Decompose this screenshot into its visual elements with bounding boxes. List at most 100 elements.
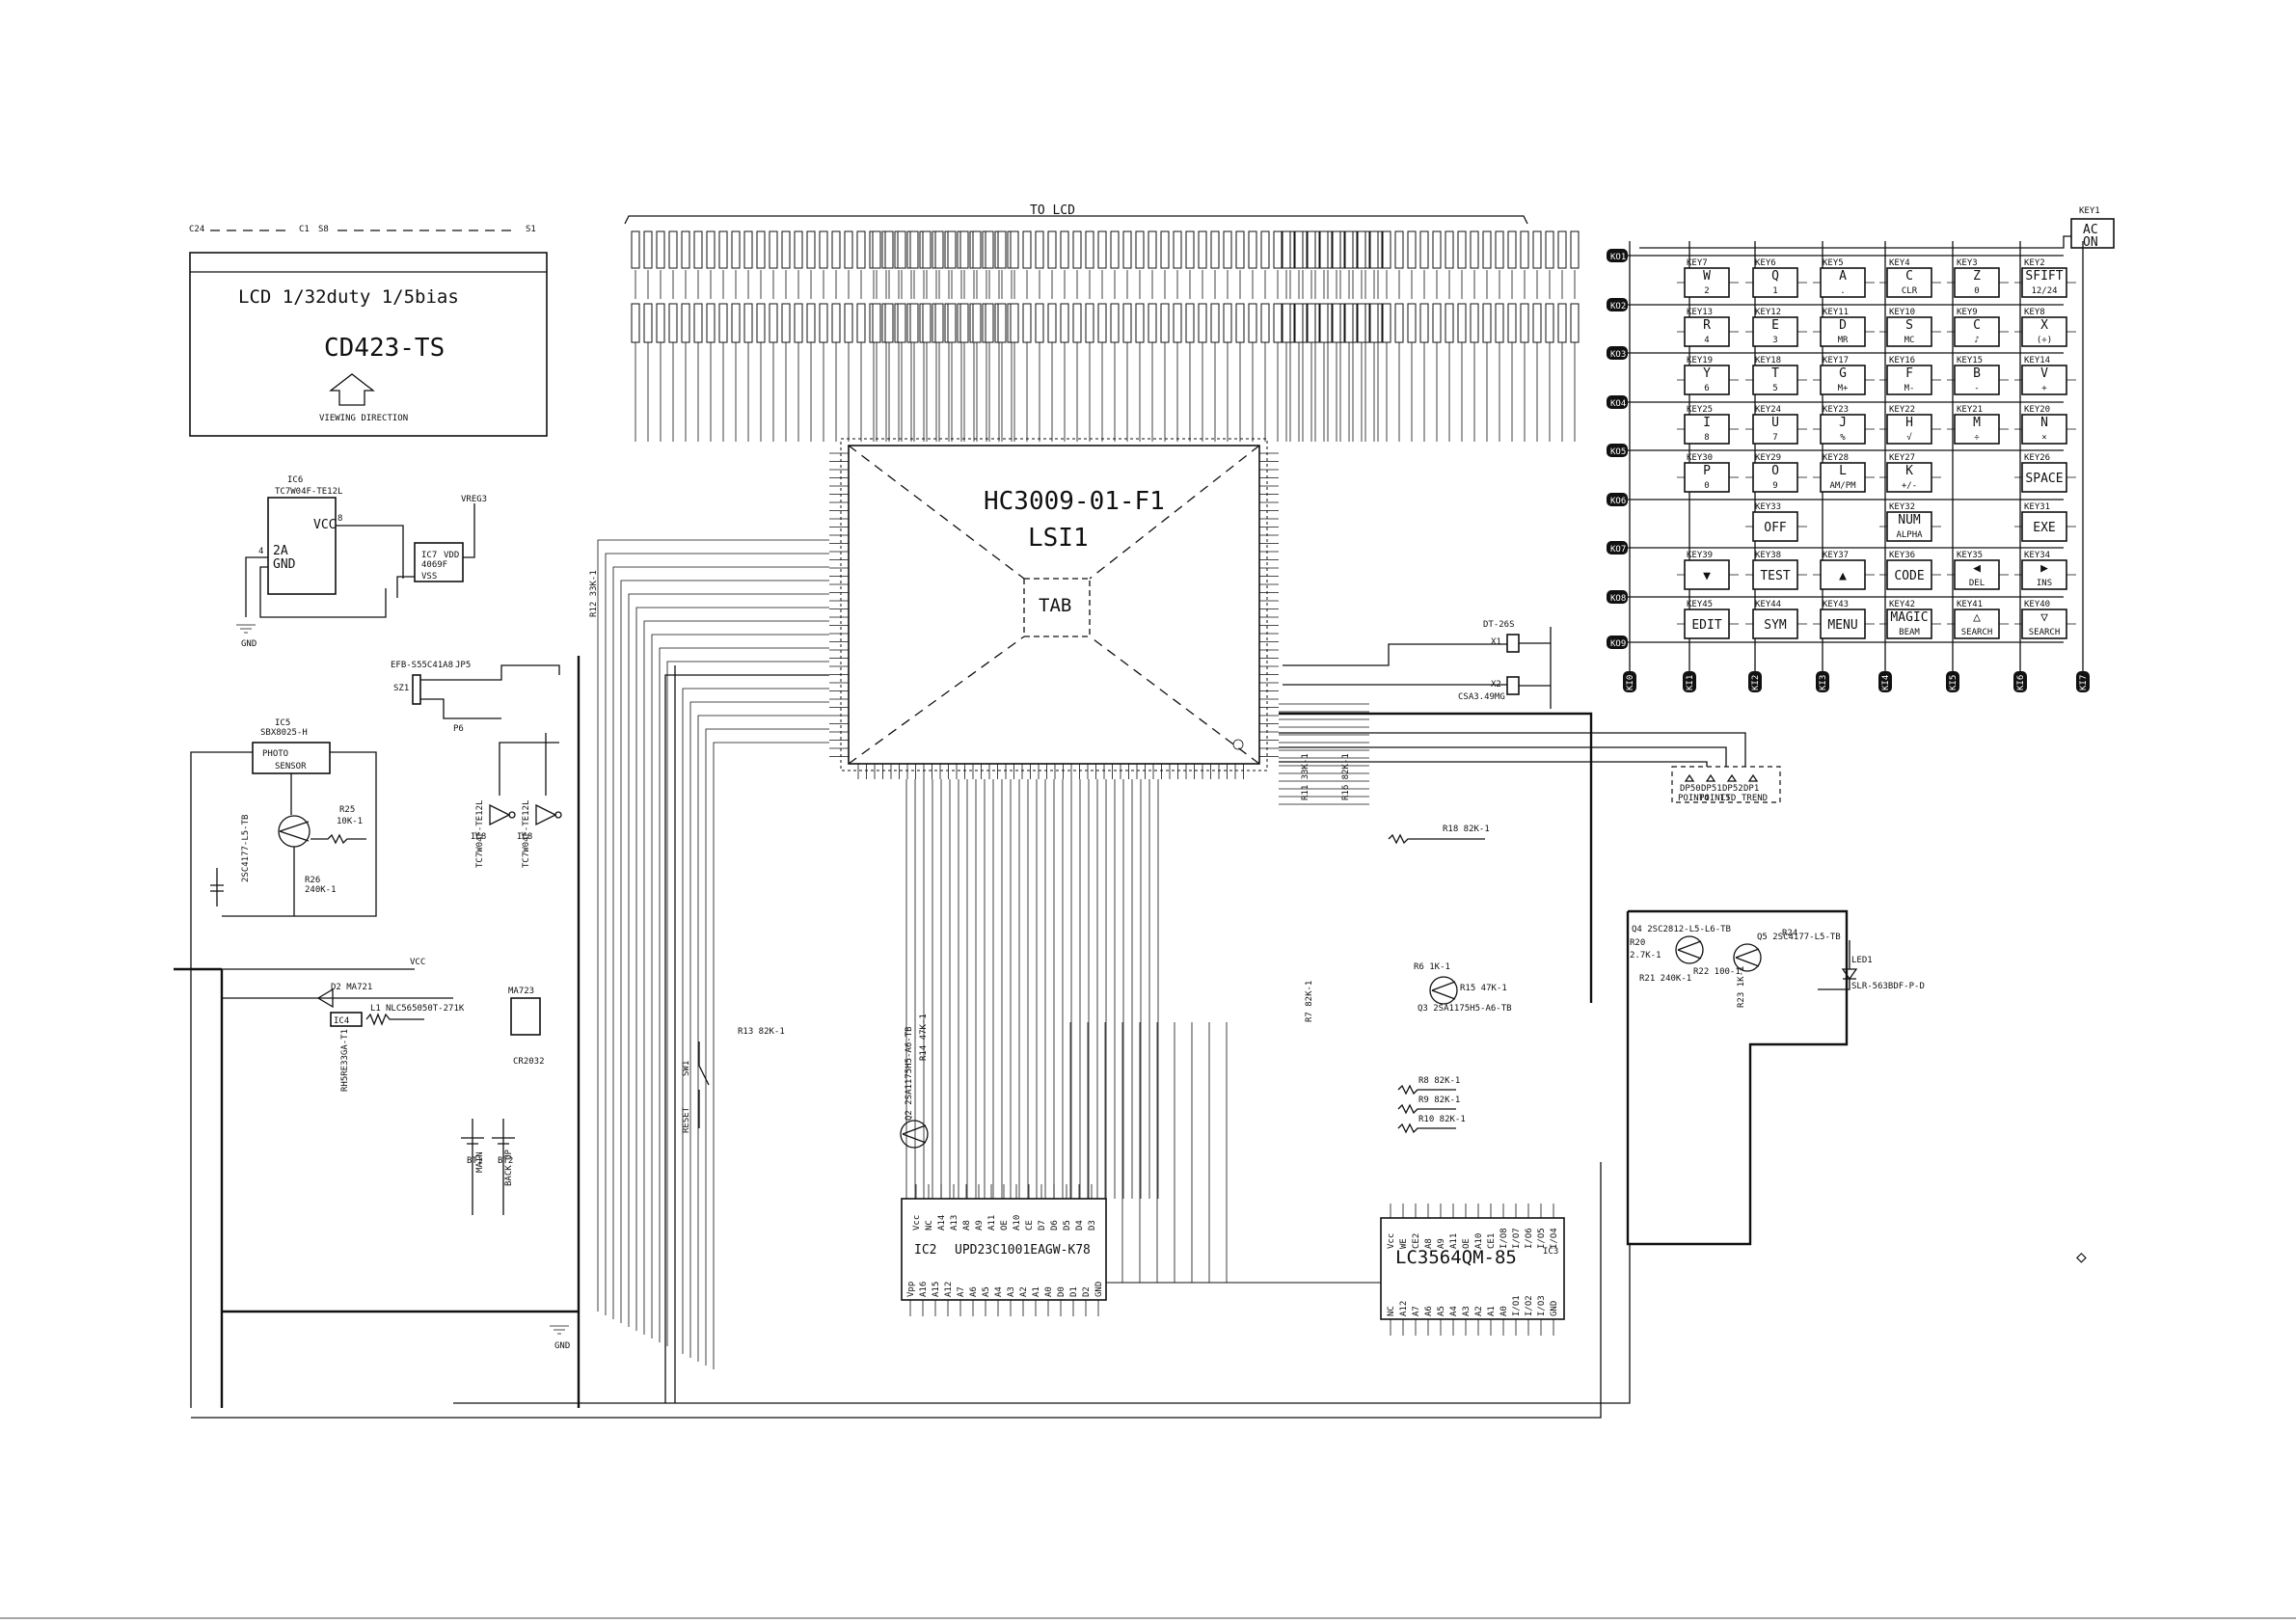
led-r20: R20 [1630, 938, 1645, 948]
ic3-top-pin: I/O4 [1550, 1228, 1559, 1249]
row-connector-ko7: KO7 [1607, 541, 1628, 555]
key-label: V [2040, 366, 2048, 381]
key-label: W [1703, 269, 1711, 284]
q1-r25: R25 [339, 805, 355, 815]
ic3-top-pin: I/O8 [1499, 1228, 1509, 1249]
backup-battery: BACK UP [504, 1149, 514, 1186]
key-key39[interactable]: KEY39▼ [1677, 551, 1739, 590]
key-key34[interactable]: KEY34▶INS [2014, 551, 2076, 590]
key-sublabel: 1 [1772, 286, 1777, 296]
key-label: Y [1703, 366, 1711, 381]
key-sublabel: 2 [1704, 286, 1709, 296]
bt1-label: BT1 [467, 1156, 482, 1166]
ac-on-key-id: KEY1 [2079, 206, 2100, 216]
x1-label: X1 [1491, 637, 1501, 647]
lcd-spec: LCD 1/32duty 1/5bias [238, 286, 459, 308]
ic2-bottom-pin: D0 [1057, 1286, 1067, 1297]
key-key41[interactable]: KEY41△SEARCH [1947, 600, 2009, 639]
ic3-part: LC3564QM-85 [1395, 1247, 1517, 1268]
col-connector-ki7: KI7 [2076, 671, 2090, 692]
r12-label: R12 33K-1 [589, 570, 599, 617]
key-label: ▽ [2040, 610, 2048, 625]
key-key35[interactable]: KEY35◀DEL [1947, 551, 2009, 590]
key-id: KEY21 [1957, 405, 1983, 415]
ic2-bottom-pin: A12 [944, 1282, 954, 1297]
ic2-bottom-pin: A15 [932, 1282, 941, 1297]
r15-label: R15 47K-1 [1460, 984, 1507, 993]
gnd-label-2: GND [554, 1341, 570, 1351]
key-key40[interactable]: KEY40▽SEARCH [2014, 600, 2076, 639]
key-label: OFF [1764, 521, 1787, 535]
ic2-top-pin: NC [925, 1220, 934, 1231]
key-label: D [1839, 318, 1847, 333]
inverter-a-ref: IC8 [471, 832, 486, 842]
key-key37[interactable]: KEY37▲ [1813, 551, 1875, 590]
key-label: R [1703, 318, 1711, 333]
lsi1-chip: HC3009-01-F1 LSI1 TAB [829, 438, 1279, 779]
key-id: KEY19 [1687, 356, 1713, 365]
ic6-ref: IC6 [287, 475, 303, 485]
ic3-bottom-pin: A6 [1424, 1306, 1434, 1316]
ic2-bottom-pin: A4 [994, 1286, 1004, 1297]
vcc-label: VCC [410, 958, 425, 967]
ic2-bottom-pin: A6 [969, 1286, 979, 1297]
ic3-top-pin: A8 [1424, 1238, 1434, 1249]
key-label: EXE [2033, 521, 2055, 535]
key-id: KEY16 [1889, 356, 1915, 365]
to-lcd-label: TO LCD [1030, 203, 1075, 218]
r16-label: R16 82K-1 [1341, 753, 1351, 800]
key-label: X [2040, 318, 2048, 333]
ic2-bottom-pin: Vpp [906, 1282, 916, 1297]
key-label: C [1905, 269, 1913, 284]
key-label: TEST [1760, 569, 1790, 583]
lcd-model: CD423-TS [324, 334, 445, 363]
ic3-bottom-pin: A12 [1399, 1301, 1409, 1316]
inverter-b-part: TC7W04F-TE12L [522, 800, 531, 868]
svg-text:KO1: KO1 [1610, 253, 1626, 262]
key-label: CODE [1894, 569, 1924, 583]
svg-text:KI1: KI1 [1686, 675, 1695, 690]
key-id: KEY14 [2024, 356, 2050, 365]
ac-on-key[interactable]: KEY1 AC ON [2070, 206, 2115, 250]
q3-label: Q3 2SA1175H5-A6-TB [1418, 1004, 1512, 1014]
